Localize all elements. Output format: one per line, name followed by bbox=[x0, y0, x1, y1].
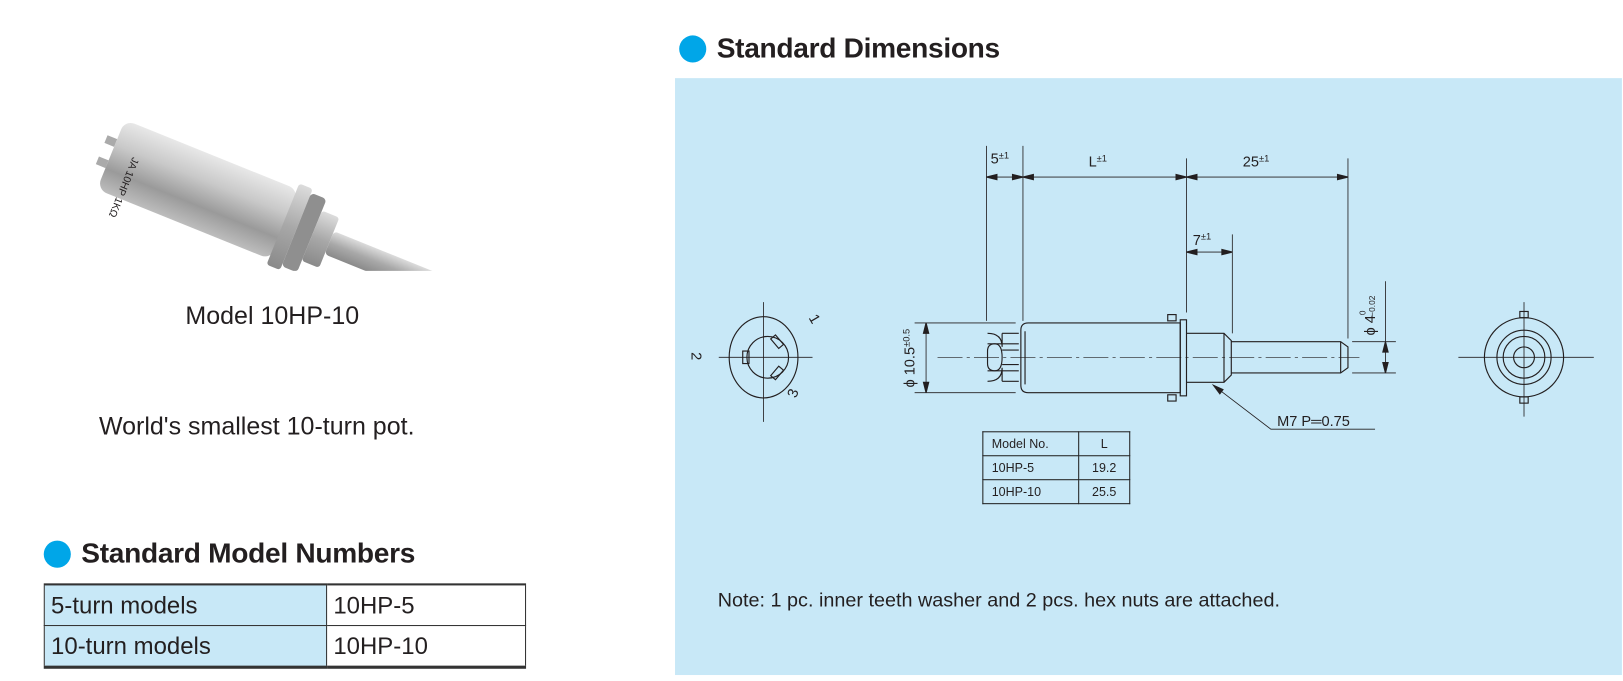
length-cell: 25.5 bbox=[1078, 479, 1131, 505]
product-tagline: World's smallest 10-turn pot. bbox=[98, 412, 415, 441]
table-row: 10-turn models 10HP-10 bbox=[43, 625, 527, 669]
pin-3-label: 3 bbox=[785, 387, 803, 400]
front-view bbox=[1458, 302, 1594, 417]
product-photo: JA 10HP 1KΩ bbox=[95, 122, 449, 271]
column-header: L bbox=[1078, 431, 1131, 457]
bullet-icon bbox=[43, 540, 71, 568]
model-cell: 10HP-5 bbox=[982, 455, 1080, 481]
table-header-row: Model No. L bbox=[982, 431, 1131, 457]
dim-7-label: 7±1 bbox=[1193, 232, 1211, 249]
attachment-note: Note: 1 pc. inner teeth washer and 2 pcs… bbox=[717, 589, 1280, 612]
pin-1-label: 1 bbox=[805, 312, 823, 327]
model-cell: 10HP-10 bbox=[982, 479, 1080, 505]
model-numbers-title: Standard Model Numbers bbox=[81, 537, 416, 569]
thread-label: M7 P═0.75 bbox=[1277, 414, 1350, 430]
model-numbers-table: 5-turn models 10HP-5 10-turn models 10HP… bbox=[43, 583, 527, 669]
product-caption: Model 10HP-10 bbox=[185, 302, 360, 331]
bullet-icon bbox=[679, 34, 707, 62]
side-view bbox=[914, 145, 1396, 430]
length-cell: 19.2 bbox=[1078, 455, 1131, 481]
pin-2-label: 2 bbox=[688, 352, 704, 360]
dimensions-panel bbox=[675, 78, 1622, 676]
model-type: 10-turn models bbox=[43, 625, 328, 669]
column-header: Model No. bbox=[982, 431, 1080, 457]
length-table: Model No. L 10HP-5 19.2 10HP-10 25.5 bbox=[982, 431, 1131, 505]
dim-phi105-label: ϕ 10.5±0.5 bbox=[901, 329, 918, 388]
model-number: 10HP-10 bbox=[326, 625, 527, 669]
dimensions-title: Standard Dimensions bbox=[716, 32, 1001, 64]
table-row: 10HP-10 25.5 bbox=[982, 479, 1131, 505]
model-number: 10HP-5 bbox=[326, 583, 527, 627]
table-row: 10HP-5 19.2 bbox=[982, 455, 1131, 481]
model-numbers-heading: Standard Model Numbers bbox=[43, 537, 416, 570]
dim-phi4-label: ϕ 40−0.02 bbox=[1358, 295, 1379, 335]
dim-25-label: 25±1 bbox=[1243, 153, 1270, 170]
table-row: 5-turn models 10HP-5 bbox=[43, 583, 527, 627]
dim-l-label: L±1 bbox=[1089, 153, 1107, 170]
rear-view: 1 2 3 bbox=[688, 302, 823, 422]
dimensions-heading: Standard Dimensions bbox=[679, 32, 1000, 64]
dim-5-label: 5±1 bbox=[991, 150, 1009, 167]
model-type: 5-turn models bbox=[43, 583, 328, 627]
